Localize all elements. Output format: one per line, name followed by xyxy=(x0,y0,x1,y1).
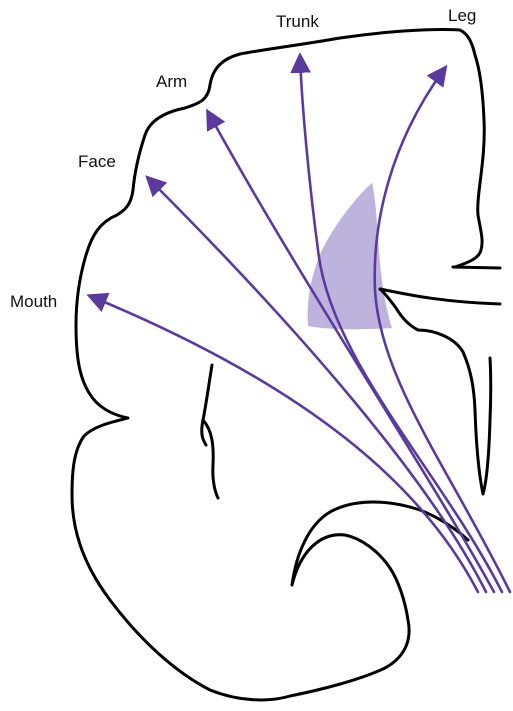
label-arm: Arm xyxy=(156,72,187,92)
label-leg: Leg xyxy=(448,6,476,26)
brain-outline xyxy=(72,29,500,699)
label-face: Face xyxy=(78,152,116,172)
shaded-region xyxy=(308,183,392,329)
label-trunk: Trunk xyxy=(276,12,319,32)
ventricle-ledge xyxy=(453,267,500,268)
tract-arm xyxy=(208,112,494,592)
sulcus-lower xyxy=(203,420,218,498)
label-mouth: Mouth xyxy=(10,292,57,312)
motor-tracts xyxy=(90,56,510,592)
cortex-contour xyxy=(72,29,484,699)
tract-leg xyxy=(375,68,510,592)
tract-mouth xyxy=(90,296,478,592)
